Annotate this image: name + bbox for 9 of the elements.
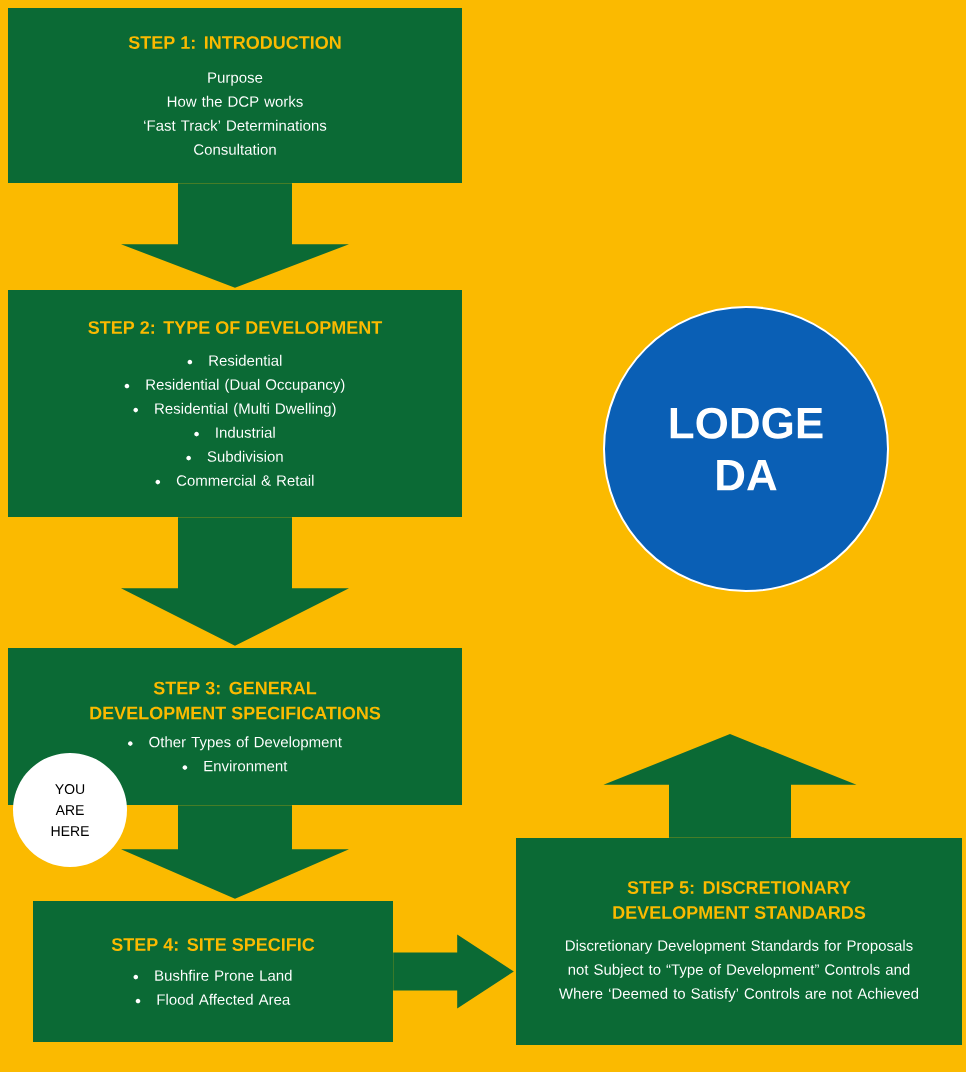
block-arrow [121, 183, 349, 288]
step-box: STEP 4: SITE SPECIFIC Bushfire Prone Land Flood Affected Area [33, 901, 393, 1042]
block-arrow [121, 805, 349, 899]
block-arrow [393, 934, 514, 1009]
block-arrow [603, 734, 857, 838]
step-box: STEP 5: DISCRETIONARY DEVELOPMENT STANDARDS Discretionary Development Standards for Proposals not Subject to “Type of Development” Controls and Where ‘Deemed to Satisfy’ Controls are not Achieved [516, 838, 962, 1045]
block-arrow [121, 517, 349, 646]
step-box: STEP 1: INTRODUCTION Purpose How the DCP works ‘Fast Track’ Determinations Consultation [8, 8, 462, 183]
step-box: STEP 2: TYPE OF DEVELOPMENT Residential Residential (Dual Occupancy) Residential (Multi Dwelling) Industrial Subdivision Commercial & Retail [8, 290, 462, 517]
